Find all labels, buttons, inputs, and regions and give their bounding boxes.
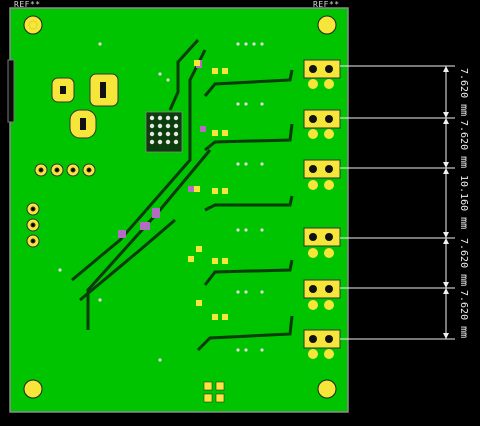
traces-main <box>71 38 212 330</box>
header-4pin[interactable] <box>34 163 96 177</box>
ic-footprint[interactable] <box>145 111 183 153</box>
dimension-label-5: 7.620 mm <box>458 290 469 339</box>
dimension-lines <box>340 65 455 340</box>
reference-left: REF** <box>14 0 41 9</box>
edge-connector <box>7 59 15 123</box>
dimension-arrows <box>443 66 449 339</box>
dimension-label-1: 7.620 mm <box>458 68 469 117</box>
channel-traces <box>196 69 294 352</box>
smd-components[interactable] <box>188 60 228 320</box>
dimension-label-3: 10.160 mm <box>458 175 469 230</box>
header-vertical[interactable] <box>26 202 40 248</box>
dimension-label-4: 7.620 mm <box>458 238 469 287</box>
power-pads[interactable] <box>51 73 119 139</box>
vias <box>58 42 264 362</box>
mounting-holes <box>23 15 337 399</box>
connector-blocks[interactable] <box>303 59 341 359</box>
dimension-label-2: 7.620 mm <box>458 120 469 169</box>
bottom-component[interactable] <box>203 381 225 403</box>
reference-right: REF** <box>313 0 340 9</box>
